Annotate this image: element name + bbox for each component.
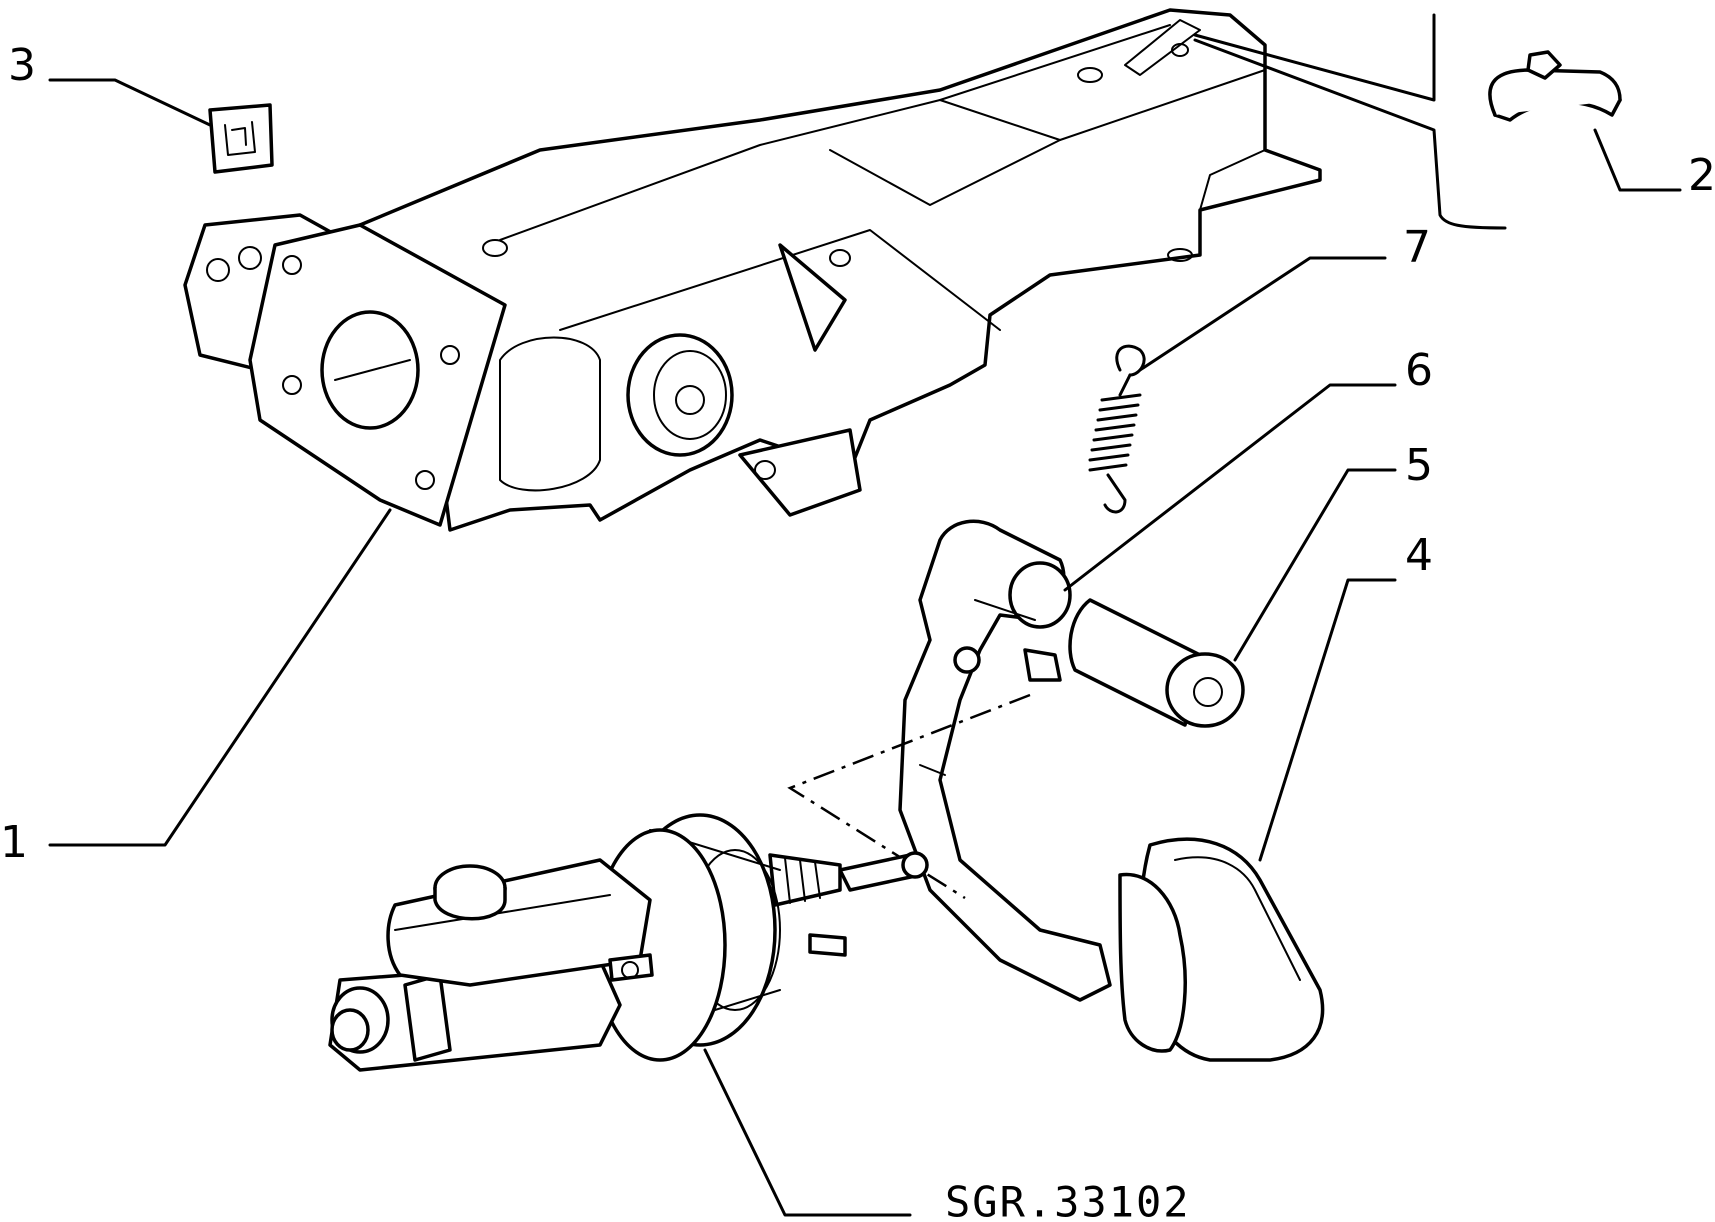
leader-lines: [48, 13, 1682, 1217]
callout-4: 4: [1405, 530, 1433, 581]
callout-1: 1: [0, 817, 28, 868]
leader-line-3: [48, 78, 212, 127]
leader-line-1: [48, 508, 392, 847]
pivot-bush-part: [1068, 598, 1245, 728]
leader-line-5: [1233, 468, 1397, 662]
pedal-support-bracket: [183, 8, 1322, 532]
reference-code-label: SGR.33102: [945, 1178, 1191, 1222]
leader-line-6: [1063, 383, 1397, 592]
callout-2: 2: [1688, 150, 1715, 201]
leader-line-7: [1138, 256, 1387, 372]
leader-line-sgr: [703, 1048, 912, 1217]
callout-6: 6: [1405, 345, 1433, 396]
leader-line-4: [1258, 578, 1397, 862]
brake-booster-master-cylinder: [328, 813, 929, 1072]
pedal-pad-part: [1118, 837, 1325, 1062]
part-2-position-bracket-lower: [1193, 38, 1507, 230]
callout-5: 5: [1405, 440, 1433, 491]
clip-nut-part: [208, 103, 274, 174]
leader-line-2: [1593, 128, 1682, 192]
retaining-clip-part: [1488, 50, 1622, 122]
callout-7: 7: [1403, 222, 1431, 273]
part-2-position-bracket: [1193, 13, 1436, 102]
return-spring-part: [1088, 344, 1146, 514]
callout-3: 3: [8, 40, 36, 91]
brake-pedal-lever-part: [898, 519, 1112, 1002]
